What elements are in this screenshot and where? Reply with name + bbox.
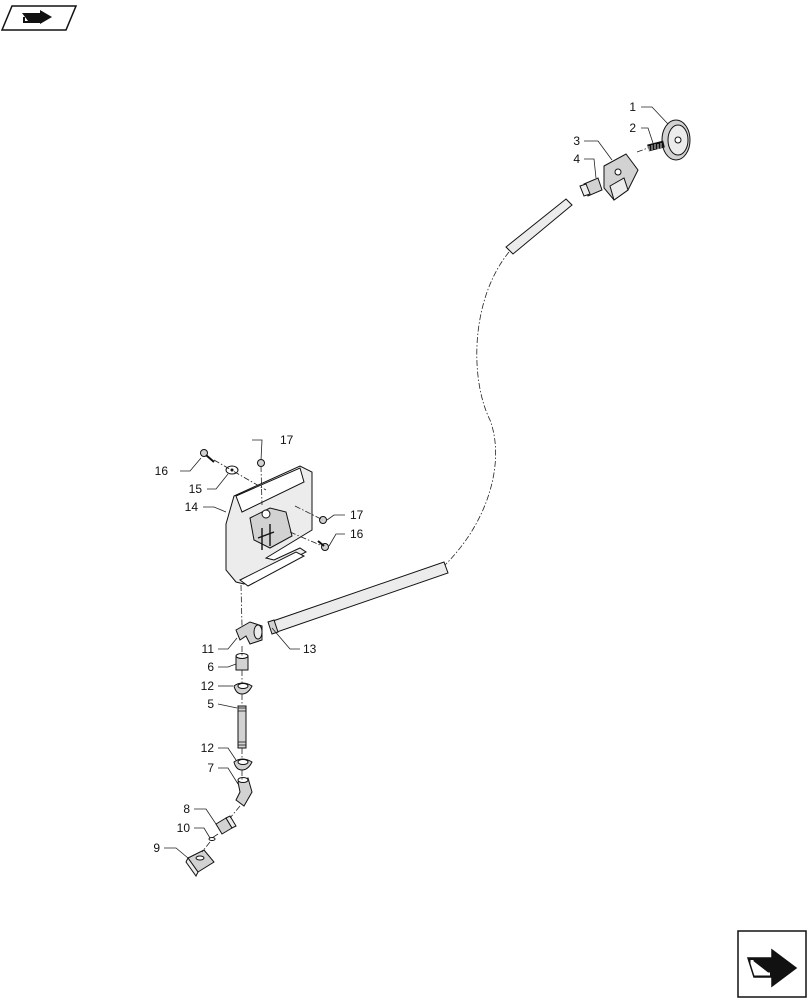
part-9-filter <box>185 849 215 877</box>
callout-15: 15 <box>189 482 203 496</box>
part-12-clamp-lower <box>233 758 253 771</box>
part-12-clamp-upper <box>233 682 253 695</box>
leader-lines <box>164 106 669 859</box>
assembly-lines <box>213 459 324 546</box>
part-17-nut-upper <box>257 459 265 467</box>
part-13-hose <box>267 561 449 635</box>
flow-path-line <box>444 251 510 566</box>
part-14-bracket <box>225 465 313 587</box>
callout-7: 7 <box>207 761 214 775</box>
part-7-elbow <box>235 777 253 807</box>
callout-13: 13 <box>303 642 317 656</box>
part-5-pipe <box>237 705 247 749</box>
callout-17-right: 17 <box>350 508 364 522</box>
vertical-axis-upper <box>240 584 243 627</box>
callout-11: 11 <box>202 642 215 656</box>
callout-14: 14 <box>185 500 199 514</box>
part-16-bolt-right <box>317 540 329 551</box>
callout-8: 8 <box>183 802 190 816</box>
part-8-fitting <box>215 815 237 835</box>
part-3-valve <box>603 153 639 201</box>
part-16-bolt-upper <box>200 449 215 463</box>
part-1-bell <box>661 119 691 161</box>
part-10-oring <box>208 837 216 841</box>
callout-12-lower: 12 <box>201 741 215 755</box>
callout-4: 4 <box>573 152 580 166</box>
vertical-axis-lower <box>201 646 243 853</box>
callout-12-upper: 12 <box>201 679 215 693</box>
return-arrow-icon <box>746 948 798 988</box>
callout-1: 1 <box>629 100 636 114</box>
callout-9: 9 <box>153 841 160 855</box>
nav-forward-button[interactable] <box>737 930 807 998</box>
return-arrow-icon <box>22 10 52 24</box>
nav-back-button[interactable] <box>0 5 78 31</box>
part-4-fitting <box>579 177 603 197</box>
callout-17-upper: 17 <box>280 433 294 447</box>
part-2-spring <box>647 140 665 152</box>
callout-16-right: 16 <box>350 527 364 541</box>
axis-line <box>636 147 649 153</box>
callout-10: 10 <box>177 821 191 835</box>
callout-16-upper: 16 <box>155 464 169 478</box>
part-6-coupling <box>235 653 249 671</box>
callouts: 1 2 3 4 17 16 15 14 17 16 11 13 6 12 5 1… <box>153 100 636 855</box>
callout-5: 5 <box>207 697 214 711</box>
callout-3: 3 <box>573 134 580 148</box>
part-11-elbow <box>235 621 263 645</box>
callout-2: 2 <box>629 121 636 135</box>
upper-hose <box>505 198 573 255</box>
callout-6: 6 <box>207 660 214 674</box>
